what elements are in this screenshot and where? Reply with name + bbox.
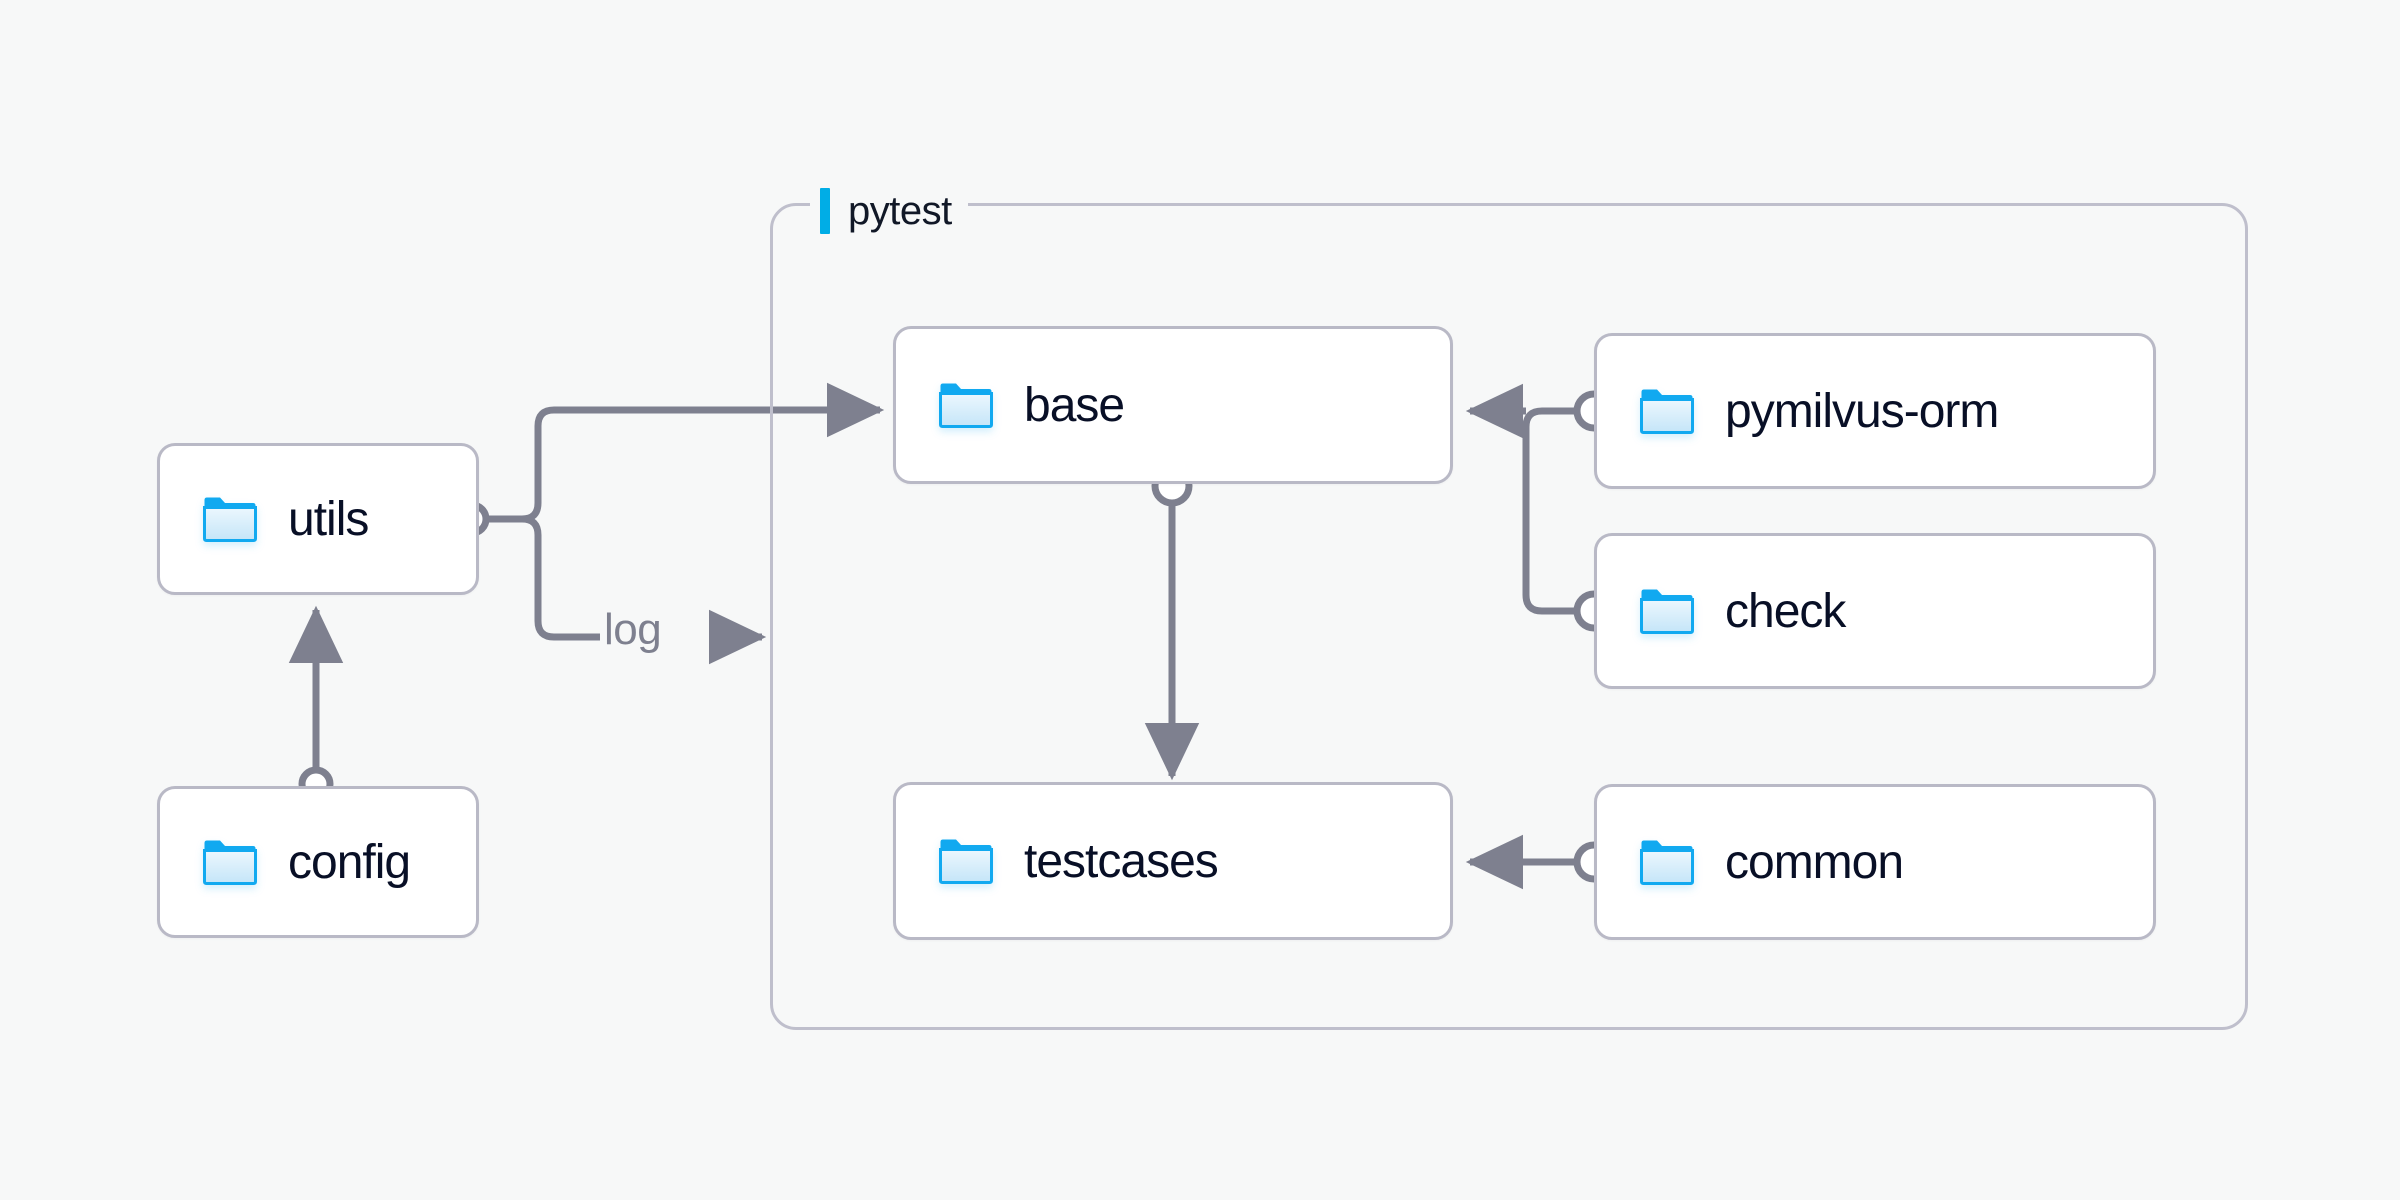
folder-icon (938, 837, 994, 885)
node-common-label: common (1725, 835, 1904, 889)
folder-icon (1639, 587, 1695, 635)
node-utils[interactable]: utils (157, 443, 479, 595)
node-common[interactable]: common (1594, 784, 2156, 940)
accent-bar-icon (820, 188, 830, 234)
node-base-label: base (1024, 378, 1125, 432)
folder-icon (202, 495, 258, 543)
node-base[interactable]: base (893, 326, 1453, 484)
node-config[interactable]: config (157, 786, 479, 938)
node-config-label: config (288, 835, 411, 889)
folder-icon (1639, 387, 1695, 435)
node-pymilvus-orm-label: pymilvus-orm (1725, 384, 1999, 438)
node-check[interactable]: check (1594, 533, 2156, 689)
group-pytest-title: pytest (848, 189, 952, 233)
node-utils-label: utils (288, 492, 369, 546)
node-check-label: check (1725, 584, 1846, 638)
node-testcases[interactable]: testcases (893, 782, 1453, 940)
group-pytest-label: pytest (810, 181, 968, 241)
folder-icon (938, 381, 994, 429)
node-pymilvus-orm[interactable]: pymilvus-orm (1594, 333, 2156, 489)
group-pytest[interactable] (770, 203, 2248, 1030)
node-testcases-label: testcases (1024, 834, 1219, 888)
edge-label-log: log (604, 605, 662, 654)
folder-icon (202, 838, 258, 886)
folder-icon (1639, 838, 1695, 886)
edge-utils-log (486, 515, 600, 641)
